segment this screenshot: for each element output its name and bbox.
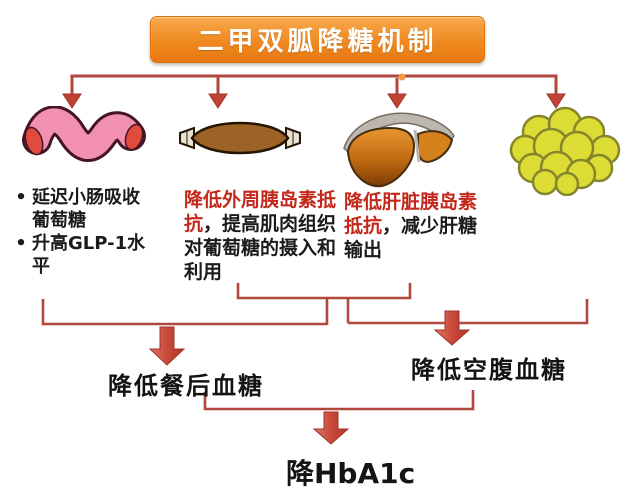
top-branch-arrowheads (62, 93, 566, 109)
intestine-note-item-1: • 延迟小肠吸收葡萄糖 (10, 186, 182, 232)
bracket-lines (41, 283, 589, 411)
intestine-note: • 延迟小肠吸收葡萄糖 • 升高GLP-1水平 (10, 186, 182, 278)
hba1c-label: 降HbA1c (286, 457, 416, 490)
fasting-arrow-icon (433, 310, 471, 346)
intestine-icon (22, 105, 147, 170)
fasting-glucose-label: 降低空腹血糖 (411, 356, 567, 384)
postprandial-glucose-label: 降低餐后血糖 (108, 372, 264, 400)
muscle-icon (178, 116, 302, 160)
hba1c-arrow-icon (312, 411, 350, 445)
fat-cells-icon (505, 106, 621, 197)
liver-note-rest: ，减少肝糖输出 (344, 215, 478, 261)
top-branch-lines (70, 74, 558, 96)
intestine-note-text-1: 延迟小肠吸收葡萄糖 (32, 187, 140, 231)
liver-note: 降低肝脏胰岛素抵抗，减少肝糖输出 (344, 190, 482, 262)
liver-icon (338, 104, 462, 192)
liver-note-highlight: 降低肝脏胰岛素抵抗 (344, 191, 478, 237)
title-box: 二甲双胍降糖机制 (150, 16, 485, 63)
muscle-note-rest: ，提高肌肉组织对葡萄糖的摄入和利用 (184, 213, 337, 283)
bullet-marker: • (15, 233, 27, 254)
muscle-note: 降低外周胰岛素抵抗，提高肌肉组织对葡萄糖的摄入和利用 (184, 188, 340, 284)
postprandial-arrow-icon (148, 326, 186, 366)
title-text: 二甲双胍降糖机制 (197, 27, 438, 57)
connector-node-dot (398, 73, 406, 81)
intestine-note-item-2: • 升高GLP-1水平 (10, 232, 182, 278)
intestine-note-text-2: 升高GLP-1水平 (32, 233, 146, 277)
muscle-note-highlight: 降低外周胰岛素抵抗 (184, 189, 337, 235)
bullet-marker: • (15, 187, 27, 208)
